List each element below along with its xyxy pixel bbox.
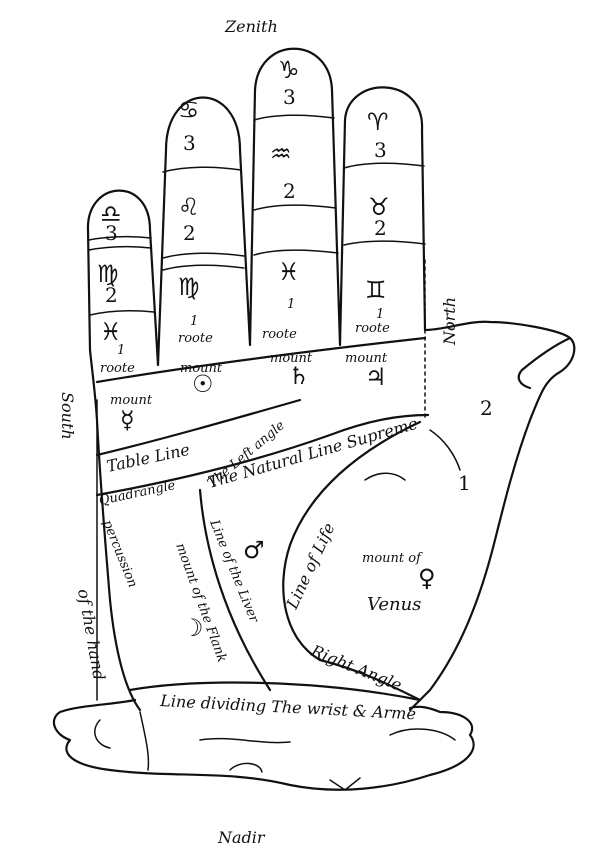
cuff-fold <box>94 719 111 749</box>
index-finger-root-number: 1 <box>376 307 384 322</box>
mount-saturn-label: mount <box>270 351 313 366</box>
crease <box>88 245 152 251</box>
thumb-nail <box>517 336 572 390</box>
index-finger-root-label: roote <box>355 321 390 336</box>
of-the-hand-label: of the hand <box>74 587 109 681</box>
crease <box>162 252 245 259</box>
little-finger-mid-number: 2 <box>105 283 118 307</box>
crease <box>253 204 337 211</box>
index-finger-top-symbol: ♈ <box>367 108 389 136</box>
little-finger-root-symbol: ♓ <box>100 318 122 346</box>
middle-finger-top-symbol: ♑ <box>278 56 300 84</box>
little-finger-mid-symbol: ♍ <box>97 260 119 288</box>
mount-mercury-symbol: ☿ <box>120 406 135 434</box>
middle-finger-root-symbol: ♓ <box>278 258 300 286</box>
mounts-base-line <box>95 336 427 384</box>
crease <box>88 235 152 241</box>
line-wrist <box>128 681 422 702</box>
mount-saturn-symbol: ♄ <box>288 362 310 390</box>
middle-finger-mid-number: 2 <box>283 179 296 203</box>
little-finger-top-symbol: ♎ <box>100 200 122 228</box>
crease <box>343 162 425 169</box>
ring-finger-top-number: 3 <box>183 131 196 155</box>
quadrangle-label: Quadrangle <box>98 478 177 509</box>
zenith-label: Zenith <box>224 17 278 36</box>
index-finger-root-symbol: ♊ <box>365 276 387 304</box>
mount-jupiter-label: mount <box>345 351 388 366</box>
venus-mount-label: mount of <box>362 551 423 566</box>
mount-sun-symbol: ☉ <box>192 370 214 398</box>
hand-outline <box>86 47 576 712</box>
thumb-crease-2 <box>364 472 406 481</box>
crease <box>162 166 242 173</box>
line-of-liver <box>198 488 272 692</box>
cuff-fold-2 <box>199 737 291 744</box>
mount-flank-label: mount of the Flank <box>172 541 229 664</box>
venus-label: Venus <box>367 594 421 615</box>
ring-finger-mid-number: 2 <box>183 221 196 245</box>
ring-finger-mid-symbol: ♌ <box>178 193 200 221</box>
little-finger-top-number: 3 <box>105 221 118 245</box>
table-line-label: Table Line <box>105 440 192 476</box>
middle-finger-root-number: 1 <box>287 297 295 312</box>
line-table <box>95 398 302 457</box>
ring-finger-top-symbol: ♋ <box>178 96 200 124</box>
nadir-label: Nadir <box>217 828 266 847</box>
ring-finger-root-number: 1 <box>190 314 198 329</box>
life-line-label: Line of Life <box>282 520 339 613</box>
cuff-fold-4 <box>329 777 361 791</box>
index-finger-top-number: 3 <box>374 138 387 162</box>
middle-finger-mid-symbol: ♒ <box>270 140 292 168</box>
middle-finger-root-label: roote <box>262 327 297 342</box>
little-finger-root-label: roote <box>100 361 135 376</box>
ring-finger-root-symbol: ♍ <box>178 273 200 301</box>
mount-jupiter-symbol: ♃ <box>365 363 387 391</box>
mount-sun-label: mount <box>180 361 223 376</box>
line-right-angle <box>318 658 422 702</box>
crease <box>253 114 335 121</box>
ring-finger-root-label: roote <box>178 331 213 346</box>
crease <box>253 249 339 256</box>
mars-symbol: ♂ <box>243 536 265 564</box>
cuff-fold-6 <box>139 711 150 771</box>
index-finger-mid-symbol: ♉ <box>368 193 390 221</box>
crease <box>343 240 426 246</box>
thumb-crease <box>429 429 461 471</box>
mount-mercury-label: mount <box>110 393 153 408</box>
index-finger-mid-number: 2 <box>374 216 387 240</box>
wrist-line-label: Line dividing The wrist & Arme <box>159 691 417 723</box>
line-natural-line-supreme <box>95 413 430 497</box>
venus-symbol: ♀ <box>418 564 436 592</box>
moon-symbol: ☽ <box>182 614 204 642</box>
cuff-fold-5 <box>389 728 456 741</box>
south-label: South <box>58 392 77 440</box>
thumb-upper-number: 2 <box>480 396 493 420</box>
cuff-fold-3 <box>229 762 263 773</box>
line-of-life <box>282 420 422 662</box>
thumb-lower-number: 1 <box>458 471 471 495</box>
little-finger-root-number: 1 <box>117 343 125 358</box>
wrist-cuff <box>52 698 475 791</box>
north-label: North <box>440 297 459 346</box>
crease <box>89 310 155 316</box>
middle-finger-top-number: 3 <box>283 85 296 109</box>
crease <box>162 264 245 271</box>
